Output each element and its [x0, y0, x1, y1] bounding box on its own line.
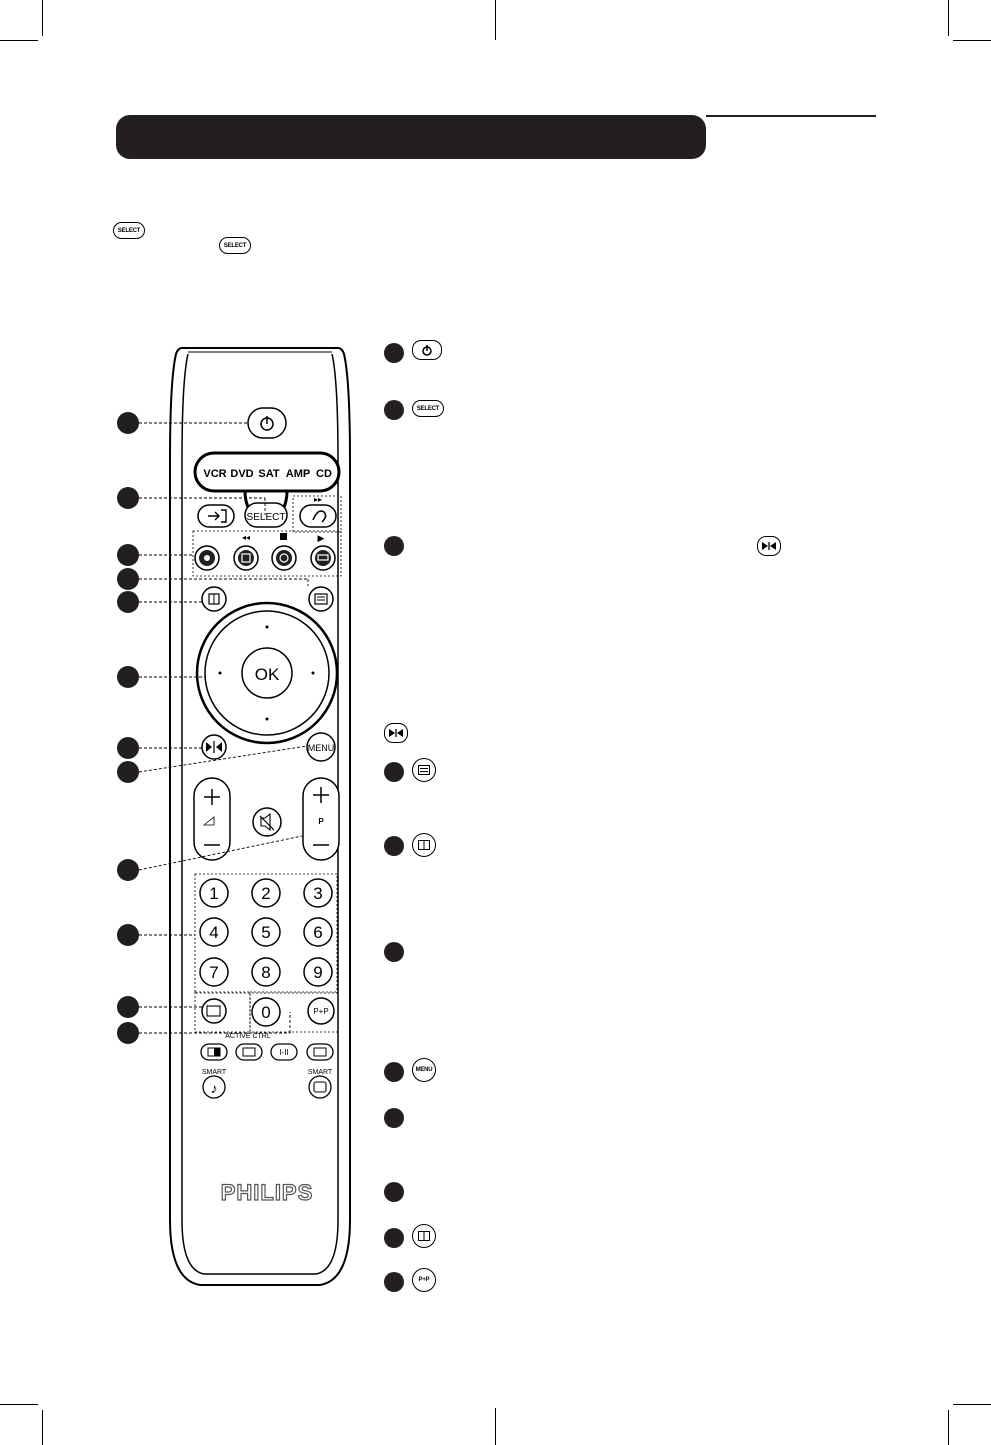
info-icon [412, 833, 436, 857]
digit-label: 9 [313, 963, 322, 982]
crop-mark [495, 1408, 496, 1445]
teletext-button [308, 586, 334, 612]
title-rule [706, 115, 876, 117]
crop-mark [495, 0, 496, 40]
svg-text:♪: ♪ [211, 1080, 218, 1096]
info-plus-button [201, 998, 227, 1024]
dual-button-label: I-II [279, 1048, 288, 1057]
legend-bullet [384, 1228, 404, 1248]
crop-mark [953, 40, 991, 41]
legend-bullet [384, 400, 404, 420]
crop-mark [42, 1410, 43, 1445]
digit-label: 1 [209, 884, 218, 903]
pip-button-label: P+P [313, 1007, 328, 1016]
digit-button-3 [303, 878, 333, 908]
digit-label: 8 [261, 963, 270, 982]
crop-mark [42, 0, 43, 36]
source-amp: AMP [286, 468, 310, 480]
smart-picture-label: SMART [308, 1069, 333, 1076]
source-dvd: DVD [230, 468, 253, 480]
program-label: P [318, 817, 324, 826]
legend-bullet [384, 536, 404, 556]
pip-button [307, 997, 335, 1025]
select-icon: SELECT [219, 237, 251, 254]
digit-label: 5 [261, 923, 270, 942]
ok-button-label: OK [255, 665, 280, 684]
split-icon [757, 536, 781, 556]
legend-bullet [384, 1062, 404, 1082]
legend-bullet [384, 836, 404, 856]
digit-button-0 [251, 997, 281, 1027]
source-bar [193, 451, 341, 493]
digit-button-5 [251, 917, 281, 947]
remote-control-illustration: VCR DVD SAT AMP CD SELECT ▸▸ ◂◂ ▶ OK [169, 347, 351, 1286]
source-vcr: VCR [203, 468, 226, 480]
digit-button-9 [303, 957, 333, 987]
callout-leaders [117, 412, 309, 1044]
select-icon: SELECT [113, 222, 145, 239]
ok-button [241, 647, 293, 699]
crop-mark [0, 40, 38, 41]
legend-bullet [384, 343, 404, 363]
digit-label: 4 [209, 923, 218, 942]
power-icon [412, 340, 442, 360]
digit-button-8 [251, 957, 281, 987]
digit-button-1 [199, 878, 229, 908]
digit-label: 3 [313, 884, 322, 903]
split-icon [384, 723, 408, 743]
mute-button [252, 807, 282, 837]
number-pad: 1 2 3 4 5 6 7 8 9 0 [199, 878, 333, 1027]
legend-bullet [384, 1108, 404, 1128]
digit-label: 2 [261, 884, 270, 903]
smart-sound-label: SMART [202, 1069, 227, 1076]
crop-mark [953, 1404, 991, 1405]
source-sat: SAT [258, 468, 279, 480]
brand-logo: PHILIPS [221, 1180, 314, 1205]
crop-mark [948, 1410, 949, 1445]
digit-label: 0 [261, 1003, 270, 1022]
legend-bullet [384, 942, 404, 962]
digit-label: 7 [209, 963, 218, 982]
digit-button-2 [251, 878, 281, 908]
select-button-label: SELECT [247, 512, 286, 523]
svg-text:▶: ▶ [318, 533, 325, 543]
legend-bullet [384, 1182, 404, 1202]
menu-icon: MENU [412, 1058, 436, 1082]
svg-text:▸▸: ▸▸ [314, 495, 322, 504]
select-icon: SELECT [412, 400, 444, 417]
digit-button-4 [199, 917, 229, 947]
active-ctrl-label: ACTIVE CTRL [225, 1033, 271, 1040]
teletext-icon [412, 758, 436, 782]
info-plus-icon [412, 1224, 436, 1248]
svg-text:◂◂: ◂◂ [242, 533, 250, 542]
digit-button-7 [199, 957, 229, 987]
menu-button [306, 732, 336, 762]
select-button [244, 502, 288, 528]
program-rocker [302, 777, 340, 861]
digit-label: 6 [313, 923, 322, 942]
source-cd: CD [316, 468, 332, 480]
digit-button-6 [303, 917, 333, 947]
section-title-bar [116, 115, 706, 159]
pip-icon: P+P [412, 1268, 436, 1292]
crop-mark [0, 1404, 38, 1405]
legend-bullet [384, 762, 404, 782]
crop-mark [948, 0, 949, 36]
rotate-button [299, 504, 337, 528]
legend-bullet [384, 1272, 404, 1292]
menu-button-label: MENU [308, 743, 335, 753]
